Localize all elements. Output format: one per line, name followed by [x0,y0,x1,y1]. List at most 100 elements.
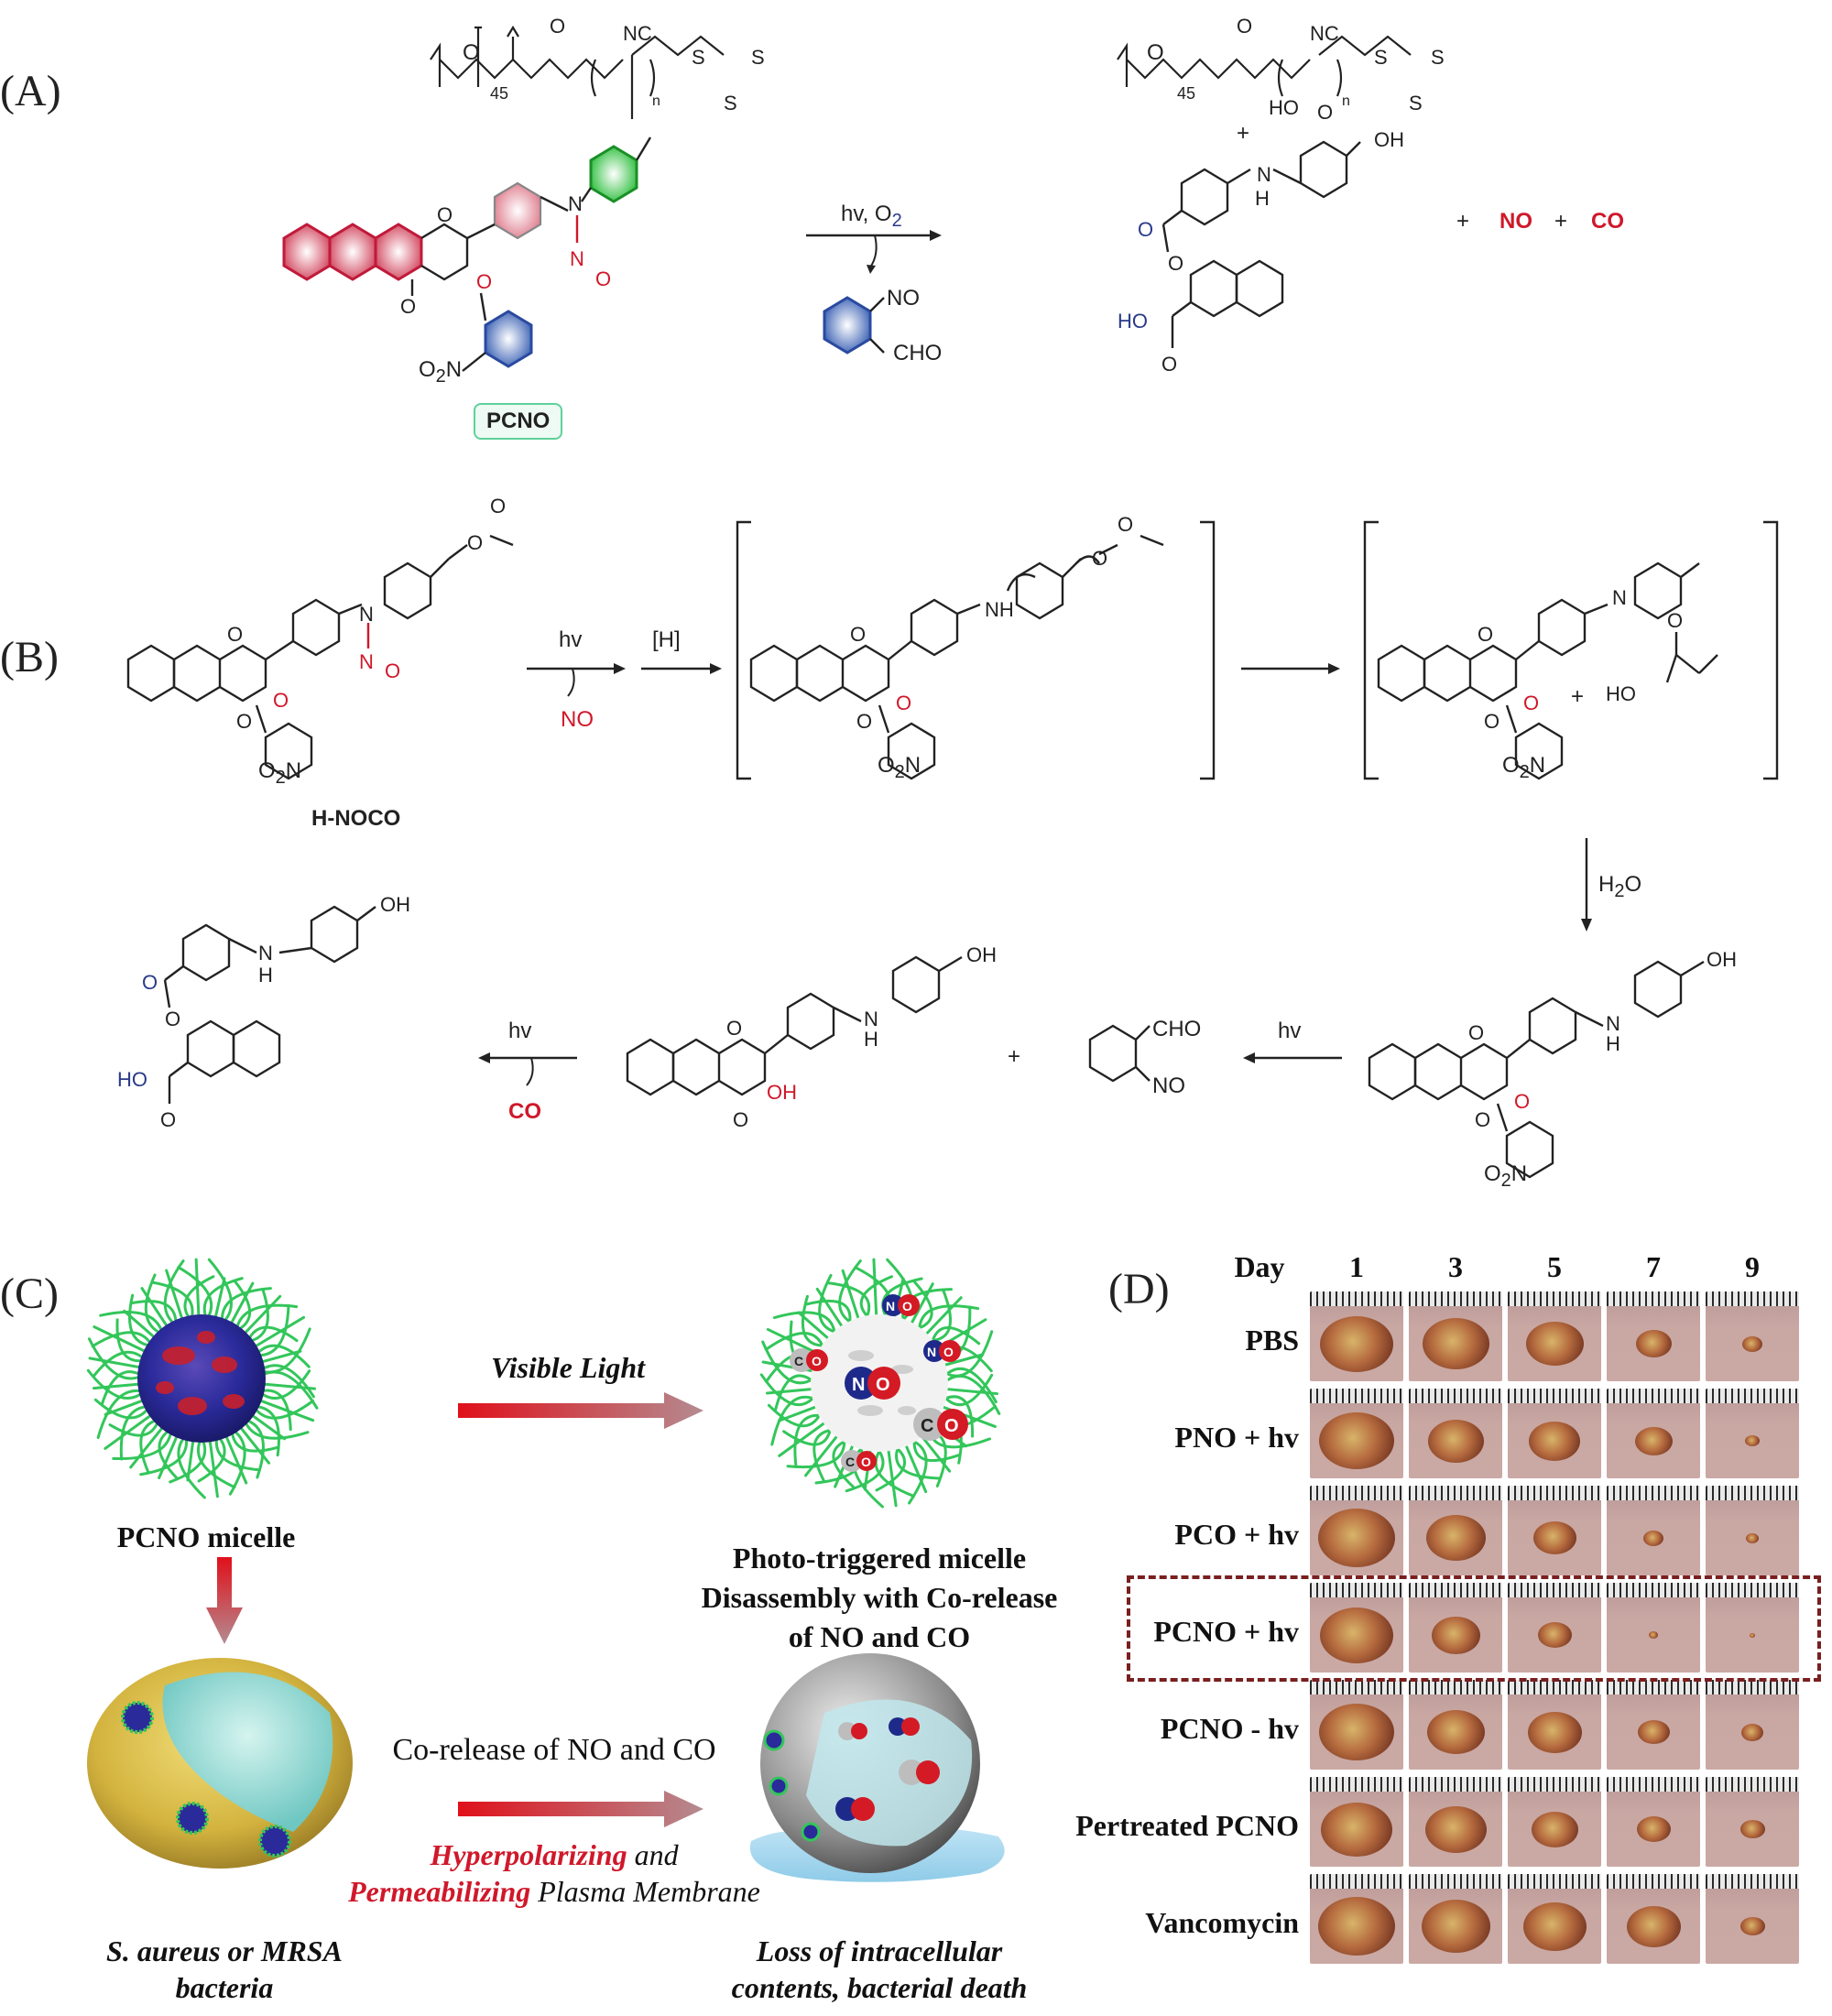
visible-light-arrow [458,1392,703,1429]
wound-photo-tile [1706,1389,1799,1478]
svg-text:O: O [1147,40,1164,65]
svg-text:NC: NC [623,22,652,45]
svg-text:O: O [1514,1090,1530,1113]
svg-text:S: S [1409,92,1423,114]
product-plus-2: + [1456,209,1470,234]
svg-text:O: O [1161,353,1177,376]
wound-photo-tile [1706,1680,1799,1770]
svg-text:O: O [1478,623,1493,646]
photo-triggered-caption: Photo-triggered micelle Disassembly with… [701,1542,1058,1653]
wound-mark [1740,1820,1765,1838]
hnoco-structure: O O O N N O O O [126,495,514,780]
svg-text:S: S [1431,46,1445,69]
product-polymer-structure: O 45 O NC n S S S HO O [1117,15,1445,124]
svg-text:S: S [751,46,765,69]
pcno-micelle-illustration [86,1258,319,1499]
wound-photo-tile [1508,1874,1601,1964]
wound-mark [1649,1631,1658,1639]
svg-text:O: O [165,1008,180,1030]
pcno-compound-label: PCNO [474,403,563,440]
svg-text:HO: HO [1269,96,1299,119]
day-label-3: 3 [1448,1250,1463,1283]
svg-text:OH: OH [1707,948,1737,971]
ruler-strip [1310,1291,1403,1306]
wound-photo-tile [1409,1486,1502,1575]
wound-photo-tile [1607,1680,1700,1770]
wound-photo-tile [1508,1486,1601,1575]
day-label-5: 5 [1547,1250,1562,1283]
svg-text:HO: HO [1118,310,1148,332]
wound-photo-tile [1310,1777,1403,1867]
svg-text:O: O [1118,513,1133,536]
no-label-b2: NO [1152,1073,1185,1098]
nitrosobenzaldehyde-structure [823,296,885,354]
wound-mark [1742,1336,1762,1352]
svg-text:N: N [359,603,374,626]
ruler-strip [1508,1486,1601,1500]
wound-mark [1532,1812,1578,1847]
svg-text:O: O [876,1375,890,1395]
bacteria-cell-illustration [87,1658,353,1869]
wound-mark [1320,1607,1393,1663]
hnoco-compound-label: H-NOCO [311,806,401,831]
svg-text:OH: OH [380,893,410,916]
wound-mark [1740,1917,1765,1935]
svg-text:O: O [385,659,400,682]
wound-mark [1627,1906,1681,1947]
svg-text:N: N [568,192,583,215]
svg-text:O: O [550,15,565,38]
ruler-strip [1508,1680,1601,1695]
svg-text:O: O [1667,609,1683,632]
svg-text:OH: OH [966,943,997,966]
death-caption: Loss of intracellular contents, bacteria… [731,1934,1028,2004]
svg-text:45: 45 [490,84,508,103]
wound-mark [1427,1710,1485,1754]
wound-photo-tile [1409,1777,1502,1867]
svg-text:O: O [476,270,492,293]
svg-text:H: H [1606,1032,1620,1055]
svg-text:O: O [1484,710,1499,733]
ruler-strip [1706,1680,1799,1695]
wound-mark [1635,1427,1673,1455]
wound-photo-tile [1706,1486,1799,1575]
svg-text:NC: NC [1310,22,1339,45]
no-release-label: NO [1499,209,1532,234]
ruler-strip [1508,1291,1601,1306]
ruler-strip [1310,1874,1403,1889]
row-label: PBS [1245,1324,1299,1357]
wound-photo-tile [1409,1680,1502,1770]
hv-label-b2: hv [1278,1019,1302,1043]
product-plus-a: + [1237,121,1250,146]
svg-text:O: O [896,692,911,714]
svg-text:O: O [1523,692,1539,714]
svg-text:N: N [864,1008,878,1030]
ruler-strip [1409,1680,1502,1695]
ruler-strip [1706,1583,1799,1597]
svg-text:O: O [490,495,506,518]
cho-label-b: CHO [1152,1017,1202,1041]
hydrolysis-o2n: O2N [1484,1161,1528,1191]
svg-text:O: O [400,295,416,318]
svg-text:O: O [437,203,453,226]
wound-photo-tile [1607,1389,1700,1478]
ruler-strip [1508,1777,1601,1792]
svg-text:NH: NH [985,598,1014,621]
pcno-chromophore-structure: O O O N N O [282,136,652,372]
reaction-arrow-b1 [527,663,626,697]
svg-text:OH: OH [1374,128,1404,151]
row-label: Vancomycin [1145,1906,1299,1939]
reaction-arrow-b5 [478,1052,577,1086]
ruler-strip [1607,1583,1700,1597]
panel-label-b: (B) [0,633,59,681]
no-label-b1: NO [561,707,594,732]
svg-text:C: C [794,1354,803,1368]
svg-text:O: O [1468,1021,1484,1044]
wound-photo-tile [1706,1874,1799,1964]
ruler-strip [1508,1583,1601,1597]
wound-photo-tile [1409,1389,1502,1478]
svg-text:O: O [726,1017,742,1040]
co-release-label: CO [1591,209,1624,234]
